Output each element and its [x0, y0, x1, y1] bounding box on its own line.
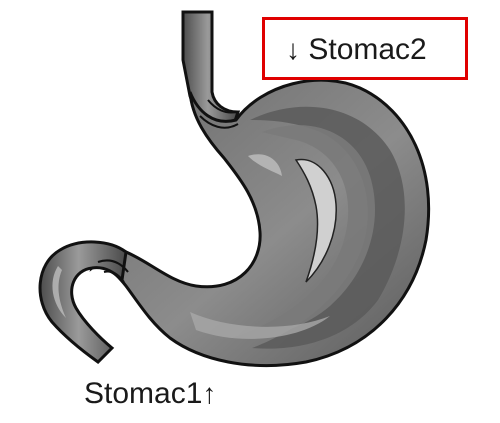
duodenum	[40, 242, 126, 362]
up-arrow-icon: ↑	[202, 380, 216, 408]
down-arrow-icon: ↓	[286, 36, 300, 64]
stomac2-text: Stomac2	[308, 33, 426, 66]
stomac1-text: Stomac1	[84, 377, 202, 410]
stomac1-label: Stomac1↑	[84, 379, 216, 409]
stomac2-label: ↓ Stomac2	[286, 35, 427, 65]
